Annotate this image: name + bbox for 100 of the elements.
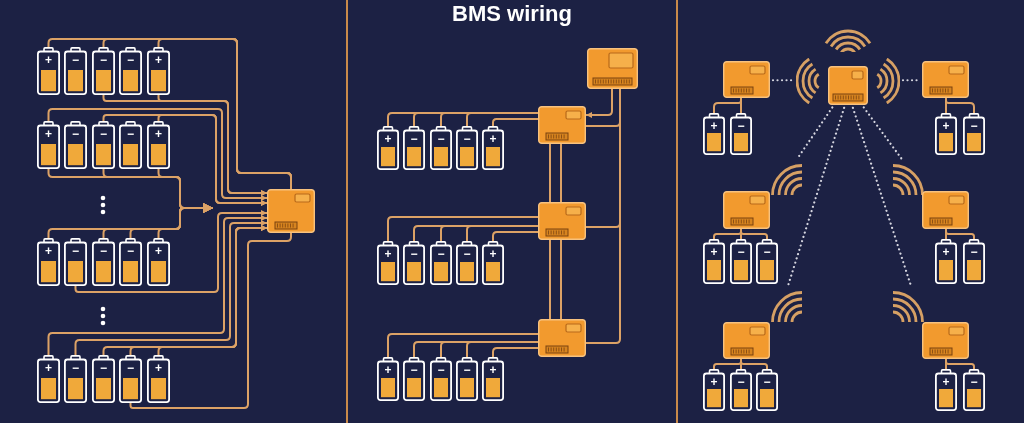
arrow — [74, 210, 268, 293]
battery — [64, 238, 87, 286]
battery — [147, 121, 170, 169]
battery — [430, 126, 452, 170]
battery — [482, 241, 504, 285]
polarity-sign: + — [155, 54, 162, 67]
polarity-sign: + — [45, 54, 52, 67]
polarity-sign: + — [942, 120, 950, 133]
battery — [119, 238, 142, 286]
polarity-sign: + — [155, 245, 162, 258]
polarity-sign: − — [763, 376, 771, 389]
battery — [147, 355, 170, 403]
battery — [377, 357, 399, 401]
polarity-sign: − — [72, 362, 79, 375]
polarity-sign: + — [384, 364, 392, 377]
circuit-board — [723, 61, 770, 98]
battery — [119, 355, 142, 403]
wire — [492, 118, 539, 127]
polarity-sign: − — [737, 376, 745, 389]
battery — [482, 357, 504, 401]
polarity-sign: − — [463, 364, 471, 377]
arrow — [47, 215, 268, 356]
diagram-title: BMS wiring — [451, 1, 573, 27]
battery — [456, 126, 478, 170]
polarity-sign: + — [45, 362, 52, 375]
polarity-sign: − — [737, 120, 745, 133]
wire — [387, 216, 539, 242]
polarity-sign: + — [710, 376, 718, 389]
circuit-board — [828, 66, 868, 105]
polarity-sign: − — [100, 54, 107, 67]
battery — [403, 357, 425, 401]
battery — [935, 239, 957, 284]
circuit-board — [538, 319, 586, 357]
polarity-sign: − — [737, 246, 745, 259]
polarity-sign: − — [72, 128, 79, 141]
wire — [560, 143, 562, 203]
battery — [92, 121, 115, 169]
battery — [37, 47, 60, 95]
polarity-sign: + — [710, 246, 718, 259]
wire — [549, 239, 551, 320]
polarity-sign: + — [45, 128, 52, 141]
polarity-sign: − — [463, 248, 471, 261]
polarity-sign: + — [710, 120, 718, 133]
circuit-board — [723, 191, 770, 229]
polarity-sign: − — [763, 246, 771, 259]
battery — [64, 47, 87, 95]
battery — [730, 369, 752, 411]
circuit-board — [587, 48, 638, 89]
battery — [963, 113, 985, 155]
battery — [963, 239, 985, 284]
battery — [119, 121, 142, 169]
polarity-sign: − — [100, 245, 107, 258]
battery — [456, 241, 478, 285]
circuit-board — [723, 322, 770, 359]
polarity-sign: − — [437, 248, 445, 261]
battery — [403, 126, 425, 170]
circuit-board — [538, 106, 586, 144]
polarity-sign: − — [72, 245, 79, 258]
polarity-sign: + — [45, 245, 52, 258]
battery — [935, 369, 957, 411]
wire — [157, 38, 292, 190]
battery — [456, 357, 478, 401]
wire — [549, 143, 551, 203]
wire — [466, 341, 539, 358]
battery — [377, 241, 399, 285]
polarity-sign: + — [942, 376, 950, 389]
battery — [64, 121, 87, 169]
polarity-sign: − — [100, 128, 107, 141]
polarity-sign: − — [410, 364, 418, 377]
battery — [92, 238, 115, 286]
dotted-line — [862, 106, 904, 161]
polarity-sign: + — [489, 364, 497, 377]
signal-waves-icon — [769, 162, 802, 195]
polarity-sign: − — [127, 128, 134, 141]
battery — [37, 355, 60, 403]
battery — [703, 113, 725, 155]
battery — [430, 241, 452, 285]
circuit-board — [922, 191, 969, 229]
wire — [492, 231, 539, 242]
polarity-sign: − — [100, 362, 107, 375]
battery — [730, 239, 752, 284]
battery — [730, 113, 752, 155]
battery — [147, 238, 170, 286]
dotted-line — [901, 79, 921, 82]
arrow — [74, 220, 268, 356]
signal-waves-icon — [893, 289, 926, 322]
dotted-line — [771, 79, 795, 82]
battery — [963, 369, 985, 411]
battery — [147, 47, 170, 95]
arrow — [157, 114, 268, 206]
battery — [403, 241, 425, 285]
polarity-sign: − — [437, 133, 445, 146]
circuit-board — [922, 61, 969, 98]
battery — [482, 126, 504, 170]
polarity-sign: + — [942, 246, 950, 259]
polarity-sign: + — [489, 248, 497, 261]
circuit-board — [538, 202, 586, 240]
battery — [37, 238, 60, 286]
wire — [945, 358, 975, 370]
polarity-sign: − — [127, 54, 134, 67]
